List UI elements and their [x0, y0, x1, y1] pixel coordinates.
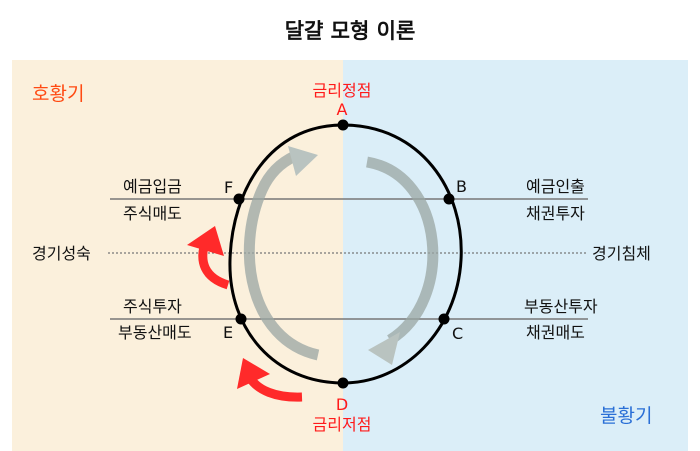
letter-e: E [223, 323, 233, 342]
grey-arrow-left [243, 151, 320, 361]
label-d: 금리저점 [313, 415, 372, 434]
letter-a: A [337, 100, 348, 119]
point-c [438, 313, 450, 325]
letter-b: B [456, 177, 467, 196]
grey-arrow-right [365, 156, 439, 345]
label-b-line1: 예금인출 [526, 177, 585, 196]
recession-panel [343, 60, 688, 451]
grey-arrowhead-right [368, 332, 400, 365]
point-b [443, 193, 455, 205]
point-e [235, 313, 247, 325]
diagram-title: 달걀 모형 이론 [285, 19, 416, 43]
label-a: 금리정점 [313, 81, 372, 100]
point-f [233, 193, 245, 205]
boom-panel [12, 60, 343, 451]
label-e-line1: 주식투자 [123, 297, 182, 316]
label-b-line2: 채권투자 [526, 204, 585, 223]
label-e-line2: 부동산매도 [118, 323, 192, 342]
recession-label: 불황기 [600, 405, 652, 427]
point-a [337, 119, 349, 131]
label-c-line2: 채권매도 [526, 323, 585, 342]
stagnation-label: 경기침체 [592, 244, 651, 263]
red-arrowhead-upper [187, 226, 224, 256]
letter-c: C [452, 324, 463, 343]
point-d [337, 377, 349, 389]
label-c-line1: 부동산투자 [524, 297, 598, 316]
letter-d: D [336, 395, 348, 414]
label-f-line2: 주식매도 [123, 204, 182, 223]
red-arrowhead-lower [237, 358, 270, 389]
label-f-line1: 예금입금 [123, 177, 182, 196]
letter-f: F [224, 178, 233, 197]
growth-label: 경기성숙 [32, 244, 91, 263]
grey-arrowhead-left [288, 146, 318, 176]
boom-label: 호황기 [32, 83, 84, 105]
